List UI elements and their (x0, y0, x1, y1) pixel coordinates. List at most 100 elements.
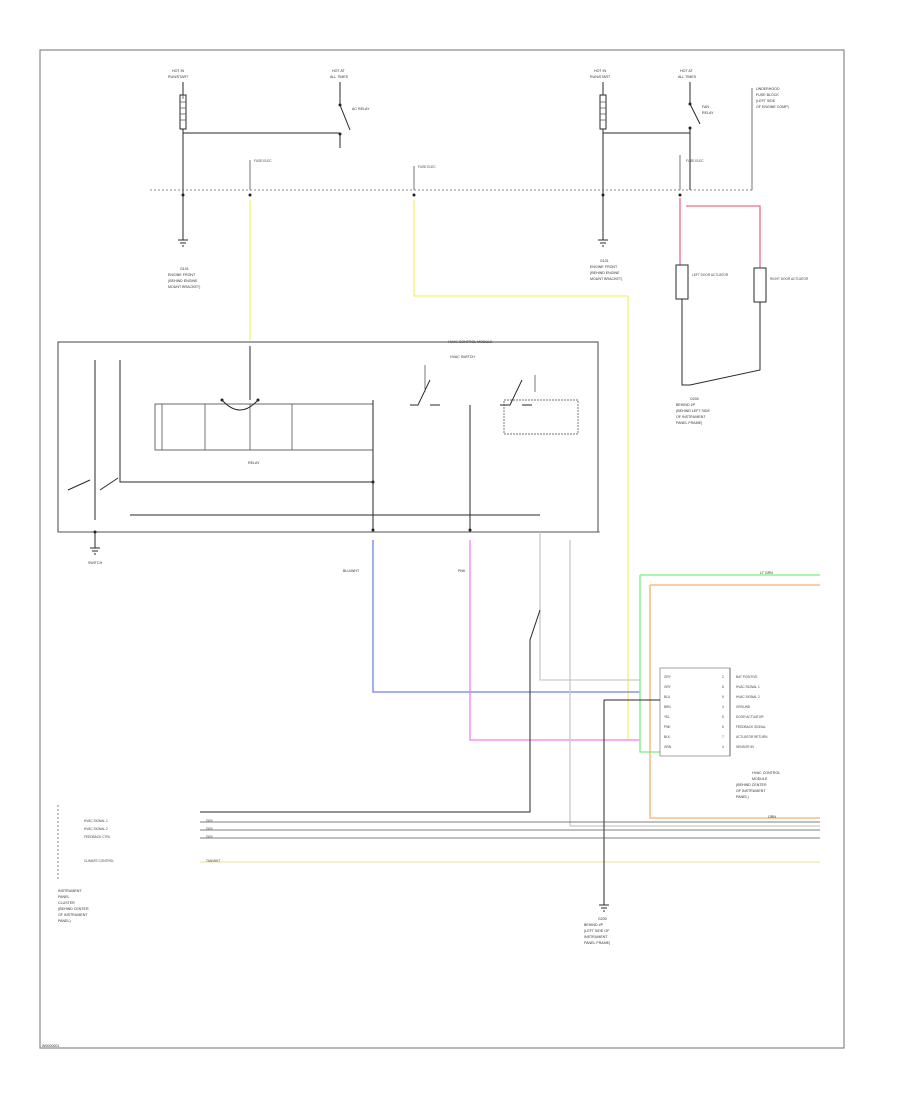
wire-blue (372, 540, 640, 693)
fuse-block-4: HOT AT ALL TIMES (678, 69, 697, 79)
svg-text:HVAC SIGNAL 1: HVAC SIGNAL 1 (736, 685, 760, 689)
svg-text:PANEL): PANEL) (58, 919, 71, 923)
fuse-block-2: HOT AT ALL TIMES (330, 69, 349, 79)
svg-text:GRY: GRY (206, 819, 214, 823)
svg-text:HVAC SIGNAL 2: HVAC SIGNAL 2 (736, 695, 760, 699)
svg-text:LEFT DOOR ACTUATOR: LEFT DOOR ACTUATOR (692, 273, 729, 277)
svg-text:FEEDBACK SIGNAL: FEEDBACK SIGNAL (736, 725, 766, 729)
svg-text:G101: G101 (600, 259, 609, 263)
svg-text:G200: G200 (690, 397, 699, 401)
svg-text:GROUND: GROUND (736, 705, 751, 709)
relay-fan-note: RELAY (702, 111, 714, 115)
wire-magenta (469, 540, 640, 741)
wire-green-code: LT GRN (760, 571, 773, 575)
svg-text:DOOR ACTUATOR: DOOR ACTUATOR (736, 715, 764, 719)
top-connector-dots (181, 193, 682, 197)
ground-g200-a: G200 BEHIND I/P (BEHIND LEFT SIDE OF INS… (676, 397, 710, 425)
pin-row-6: PNK 6 FEEDBACK SIGNAL (664, 725, 766, 729)
svg-text:MOUNT BRACKET): MOUNT BRACKET) (168, 285, 200, 289)
svg-text:SENSOR 5V: SENSOR 5V (736, 745, 755, 749)
svg-text:7: 7 (722, 735, 724, 739)
svg-text:YEL: YEL (664, 715, 670, 719)
svg-text:4: 4 (722, 745, 724, 749)
pin-row-8: GRN 4 SENSOR 5V (664, 745, 755, 749)
svg-text:PANEL): PANEL) (736, 795, 749, 799)
fuse-4-line1: HOT AT (680, 69, 693, 73)
splice-labels: FUSE ELEC FUSE ELEC FUSE ELEC (254, 159, 704, 169)
left-door-actuator: LEFT DOOR ACTUATOR (675, 264, 729, 300)
svg-text:INSTRUMENT: INSTRUMENT (584, 935, 608, 939)
fuse-2-line1: HOT AT (332, 69, 345, 73)
fuse-block-1: HOT IN RUN/START (168, 69, 189, 130)
svg-text:FUSE ELEC: FUSE ELEC (418, 165, 436, 169)
svg-text:MOUNT BRACKET): MOUNT BRACKET) (590, 277, 622, 281)
fuse-1-line1: HOT IN (172, 69, 185, 73)
fuse-4-line2: ALL TIMES (678, 75, 697, 79)
svg-text:OF ENGINE COMP): OF ENGINE COMP) (756, 105, 789, 109)
svg-text:ENGINE FRONT: ENGINE FRONT (590, 265, 618, 269)
wire-blue-code: BLU/WHT (343, 569, 360, 573)
svg-text:TAN/WHT: TAN/WHT (206, 859, 220, 863)
wire-gray (539, 532, 820, 827)
fuse-3-line1: HOT IN (594, 69, 607, 73)
svg-text:PANEL: PANEL (58, 895, 70, 899)
footer-code: W0000001 (42, 1044, 59, 1048)
wire-green (639, 574, 820, 753)
fuse-1-line2: RUN/START (168, 75, 189, 79)
svg-text:FUSE BLOCK: FUSE BLOCK (756, 93, 779, 97)
diagram-frame (39, 49, 845, 1049)
svg-text:ENGINE FRONT: ENGINE FRONT (168, 273, 196, 277)
svg-text:BEHIND I/P: BEHIND I/P (676, 403, 696, 407)
ground-g200-bottom: G200 BEHIND I/P (LEFT SIDE OF INSTRUMENT… (584, 917, 610, 945)
svg-text:(BEHIND ENGINE: (BEHIND ENGINE (590, 271, 620, 275)
svg-text:(LEFT SIDE OF: (LEFT SIDE OF (584, 929, 610, 933)
svg-text:PANEL FRAME): PANEL FRAME) (676, 421, 702, 425)
side-switch-label: SWITCH (88, 561, 103, 565)
fuse-3-line2: RUN/START (590, 75, 611, 79)
svg-text:6: 6 (722, 725, 724, 729)
svg-text:G200: G200 (598, 917, 607, 921)
svg-text:OF INSTRUMENT: OF INSTRUMENT (58, 913, 88, 917)
ipc-row-3: FEEDBACK CTRL GRY (84, 835, 214, 839)
svg-text:(BEHIND CENTER: (BEHIND CENTER (736, 783, 767, 787)
wire-red (679, 198, 761, 268)
pin-row-2: GRY 8 HVAC SIGNAL 1 (664, 685, 760, 689)
svg-text:5: 5 (722, 715, 724, 719)
svg-text:HVAC CONTROL: HVAC CONTROL (752, 771, 780, 775)
connector-footer: HVAC CONTROL MODULE (BEHIND CENTER OF IN… (736, 771, 780, 799)
relay-label: RELAY (248, 461, 260, 465)
svg-text:PNK: PNK (664, 725, 671, 729)
ipc-footer: INSTRUMENT PANEL CLUSTER (BEHIND CENTER … (58, 889, 89, 923)
svg-text:PANEL FRAME): PANEL FRAME) (584, 941, 610, 945)
right-door-actuator: RIGHT DOOR ACTUATOR (753, 267, 809, 303)
pin-row-4: BRN 3 GROUND (664, 705, 751, 709)
svg-text:RIGHT DOOR ACTUATOR: RIGHT DOOR ACTUATOR (770, 277, 809, 281)
svg-text:8: 8 (722, 685, 724, 689)
svg-text:GRY: GRY (206, 835, 214, 839)
control-head-label: HVAC SWITCH (450, 355, 475, 359)
svg-text:(BEHIND CENTER: (BEHIND CENTER (58, 907, 89, 911)
svg-text:FUSE ELEC: FUSE ELEC (686, 159, 704, 163)
svg-text:(BEHIND LEFT SIDE: (BEHIND LEFT SIDE (676, 409, 710, 413)
svg-text:3: 3 (722, 705, 724, 709)
svg-text:GRY: GRY (664, 685, 672, 689)
svg-text:BEHIND I/P: BEHIND I/P (584, 923, 604, 927)
wire-orange (649, 584, 820, 819)
svg-text:(LEFT SIDE: (LEFT SIDE (756, 99, 776, 103)
svg-text:BRN: BRN (664, 705, 671, 709)
pin-row-5: YEL 5 DOOR ACTUATOR (664, 715, 764, 719)
svg-text:FEEDBACK CTRL: FEEDBACK CTRL (84, 835, 111, 839)
svg-text:GRN: GRN (664, 745, 672, 749)
svg-text:UNDERHOOD: UNDERHOOD (756, 87, 780, 91)
hvac-control-module (57, 341, 599, 533)
svg-text:INSTRUMENT: INSTRUMENT (58, 889, 82, 893)
fuse-block-3: HOT IN RUN/START (590, 69, 611, 130)
ground-g101-a: G101 ENGINE FRONT (BEHIND ENGINE MOUNT B… (168, 267, 200, 289)
